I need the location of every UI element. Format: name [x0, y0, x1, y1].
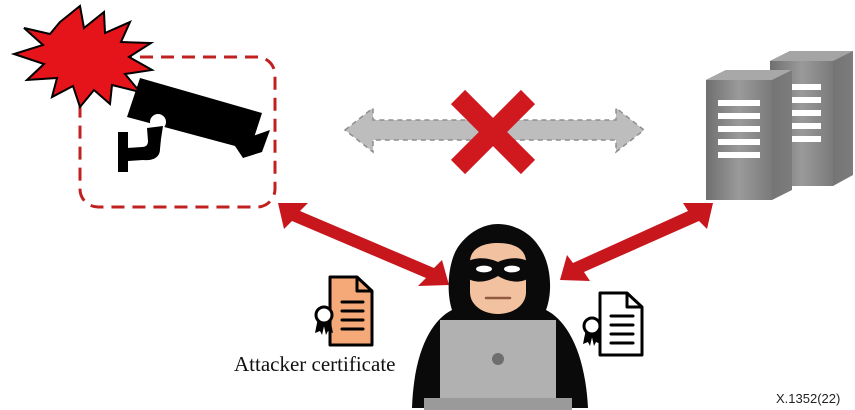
figure-code-label: X.1352(22) — [776, 391, 841, 406]
server-attacker-link-arrow — [560, 203, 713, 281]
camera-attacker-link-arrow — [278, 203, 449, 286]
red-x-icon — [450, 89, 536, 175]
server-certificate-icon — [582, 291, 644, 357]
laptop-icon — [424, 320, 572, 410]
alert-burst-icon — [10, 4, 156, 110]
attacker-certificate-icon — [314, 275, 374, 347]
camera-highlight-box — [78, 55, 277, 209]
server-rack-icon — [706, 51, 853, 200]
security-camera-icon — [118, 78, 270, 172]
attacker-certificate-label: Attacker certificate — [234, 352, 396, 376]
